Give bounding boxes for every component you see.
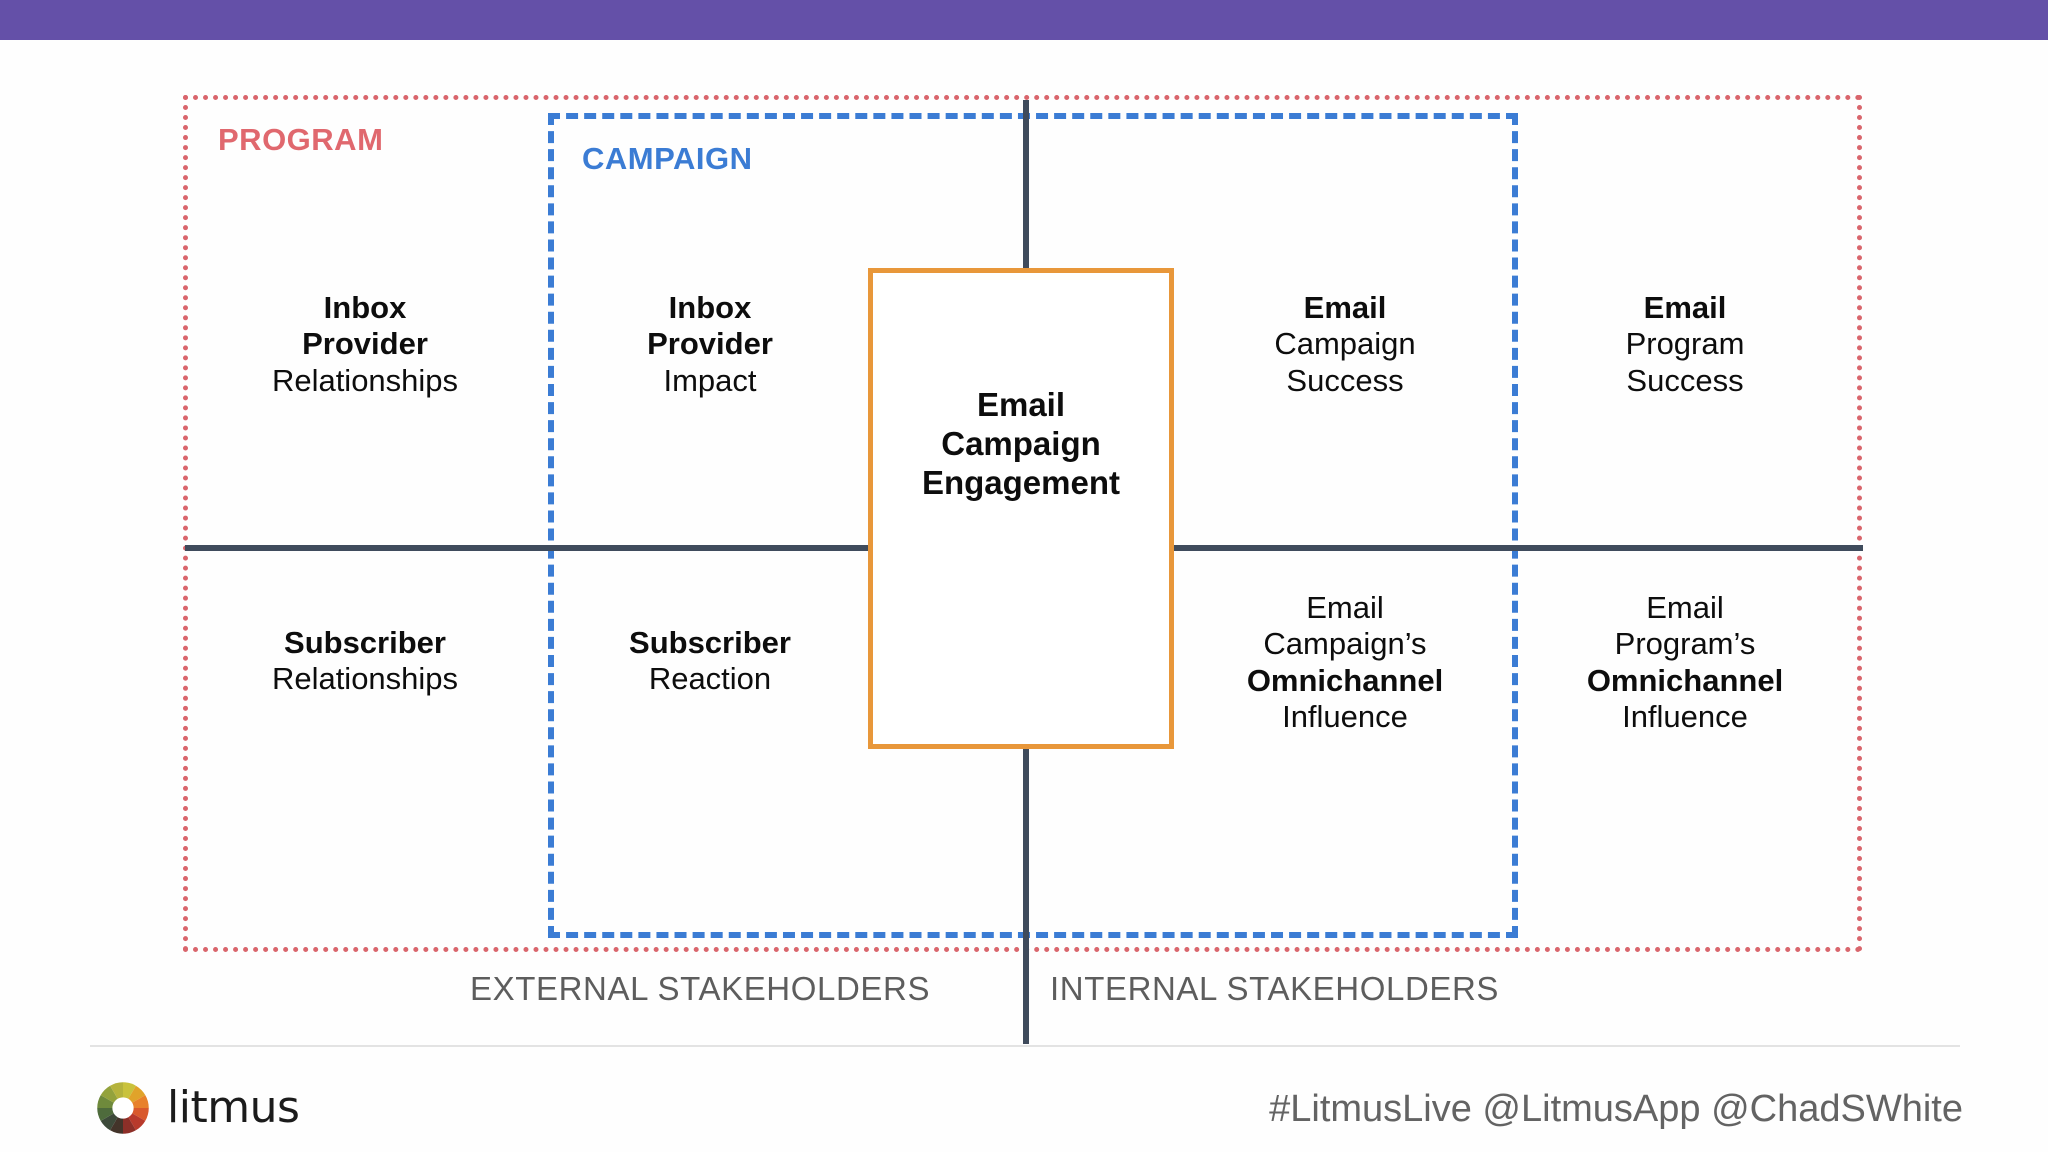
litmus-wordmark: litmus — [167, 1082, 300, 1133]
quadrant-bottom-left-line1: Subscriber — [284, 625, 446, 660]
quadrant-bottom-far-right: Email Program’s Omnichannel Influence — [1520, 590, 1850, 735]
campaign-label: CAMPAIGN — [582, 141, 753, 176]
quadrant-bottom-right-line2: Campaign’s — [1263, 626, 1427, 662]
quadrant-bottom-far-right-line2: Program’s — [1614, 626, 1756, 662]
quadrant-top-right-line3: Success — [1286, 362, 1404, 398]
quadrant-bottom-far-right-line3: Omnichannel — [1586, 662, 1784, 698]
footer-divider — [90, 1045, 1960, 1047]
quadrant-bottom-left-line2: Relationships — [271, 661, 459, 697]
litmus-brand: litmus — [95, 1080, 300, 1136]
slide-canvas: PROGRAM CAMPAIGN Inbox Provider Relation… — [0, 40, 2048, 1152]
center-focus-line2: Campaign — [941, 424, 1101, 462]
quadrant-bottom-right-line3: Omnichannel — [1246, 662, 1444, 698]
quadrant-top-right: Email Campaign Success — [1185, 290, 1505, 399]
quadrant-top-center-line3: Impact — [663, 362, 757, 398]
quadrant-bottom-right: Email Campaign’s Omnichannel Influence — [1185, 590, 1505, 735]
quadrant-bottom-center: Subscriber Reaction — [560, 625, 860, 698]
quadrant-top-left-line3: Relationships — [271, 362, 459, 398]
quadrant-bottom-far-right-line4: Influence — [1622, 698, 1748, 734]
center-focus-label: Email Campaign Engagement — [873, 386, 1169, 503]
quadrant-top-center: Inbox Provider Impact — [560, 290, 860, 399]
quadrant-top-far-right-line1: Email — [1643, 290, 1727, 325]
quadrant-top-left-line1: Inbox — [323, 290, 407, 325]
axis-caption-internal-stakeholders: INTERNAL STAKEHOLDERS — [1050, 970, 1500, 1007]
litmus-colorwheel-icon — [97, 1082, 149, 1134]
center-focus-box: Email Campaign Engagement — [868, 268, 1174, 749]
top-banner — [0, 0, 2048, 40]
quadrant-top-far-right-line2: Program — [1625, 326, 1745, 362]
campaign-boundary-frame — [548, 113, 1518, 938]
event-handles-text: #LitmusLive @LitmusApp @ChadSWhite — [1269, 1088, 1963, 1130]
axis-caption-external-stakeholders: EXTERNAL STAKEHOLDERS — [470, 970, 931, 1007]
quadrant-top-left: Inbox Provider Relationships — [195, 290, 535, 399]
quadrant-bottom-center-line2: Reaction — [648, 661, 772, 697]
quadrant-bottom-right-line4: Influence — [1282, 698, 1408, 734]
center-focus-line1: Email — [976, 386, 1066, 423]
quadrant-top-center-line1: Inbox — [668, 290, 752, 325]
quadrant-top-far-right-line3: Success — [1626, 362, 1744, 398]
program-label-anchor: PROGRAM — [183, 95, 1862, 952]
quadrant-bottom-left: Subscriber Relationships — [195, 625, 535, 698]
quadrant-bottom-right-line1: Email — [1306, 590, 1384, 625]
program-boundary-frame — [183, 95, 1862, 952]
quadrant-bottom-center-line1: Subscriber — [629, 625, 791, 660]
quadrant-top-left-line2: Provider — [302, 326, 428, 362]
center-focus-line3: Engagement — [921, 463, 1121, 501]
campaign-label-anchor: CAMPAIGN — [548, 113, 1518, 938]
quadrant-top-center-line2: Provider — [647, 326, 773, 362]
program-label: PROGRAM — [218, 122, 384, 157]
quadrant-top-far-right: Email Program Success — [1520, 290, 1850, 399]
matrix-diagram: PROGRAM CAMPAIGN Inbox Provider Relation… — [0, 40, 2048, 1044]
quadrant-bottom-far-right-line1: Email — [1646, 590, 1724, 625]
quadrant-top-right-line1: Email — [1303, 290, 1387, 325]
slide-footer: litmus #LitmusLive @LitmusApp @ChadSWhit… — [0, 1060, 2048, 1152]
quadrant-top-right-line2: Campaign — [1274, 326, 1416, 362]
